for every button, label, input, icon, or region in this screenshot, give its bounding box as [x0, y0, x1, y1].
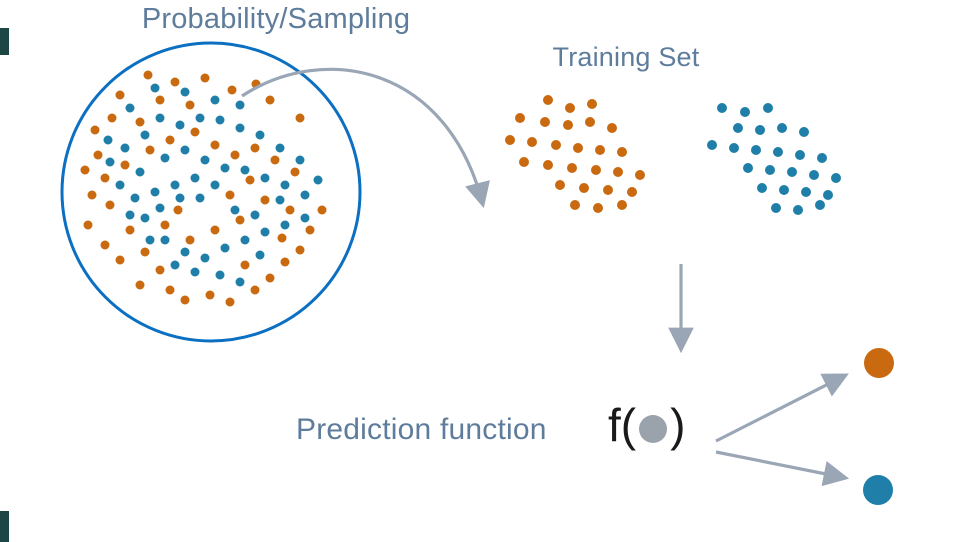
f-open-paren: f( — [608, 399, 637, 451]
sampling-arrow — [241, 67, 490, 209]
prediction-to-orange-arrow — [715, 373, 849, 443]
population-circle — [60, 41, 362, 343]
prediction-function-expression: f( ) — [608, 398, 685, 452]
training-cluster-orange — [505, 95, 645, 213]
corner-accent-bottom — [0, 511, 9, 542]
corner-accent-top — [0, 28, 9, 55]
output-class-blue-dot — [863, 475, 893, 505]
probability-sampling-label: Probability/Sampling — [141, 3, 411, 35]
prediction-function-label: Prediction function — [296, 413, 547, 446]
prediction-to-blue-arrow — [715, 450, 850, 487]
f-close-paren: ) — [670, 399, 686, 451]
unknown-sample-dot — [639, 415, 668, 443]
training-cluster-blue — [707, 103, 841, 215]
population-dots-orange — [80, 70, 327, 307]
population-dots-blue — [103, 83, 323, 287]
training-set-label: Training Set — [552, 42, 700, 72]
output-class-orange-dot — [864, 348, 894, 378]
